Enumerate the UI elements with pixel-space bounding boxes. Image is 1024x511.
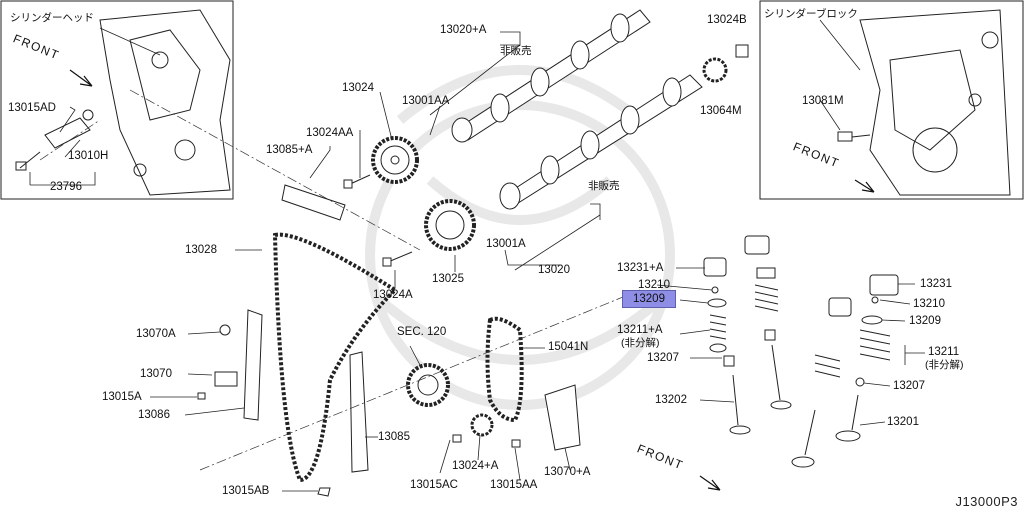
note-no-disassembly-right: (非分解): [925, 359, 964, 371]
timing-chains: [272, 232, 524, 483]
camshaft-upper: [451, 9, 651, 143]
diagram-code: J13000P3: [955, 494, 1018, 509]
label-13024pa[interactable]: 13024+A: [452, 460, 499, 472]
valve-train: [703, 235, 899, 468]
label-13070[interactable]: 13070: [140, 368, 172, 380]
chain-guides: [214, 184, 581, 497]
note-not-for-sale-bottom: 非販売: [588, 180, 620, 192]
label-13015ab[interactable]: 13015AB: [222, 485, 270, 497]
label-13209-left-highlighted[interactable]: 13209: [622, 290, 676, 308]
label-sec-120[interactable]: SEC. 120: [397, 326, 447, 338]
front-arrows: [69, 69, 875, 491]
label-13024[interactable]: 13024: [342, 82, 374, 94]
label-13020a[interactable]: 13020+A: [440, 24, 487, 36]
label-13207-left[interactable]: 13207: [647, 352, 679, 364]
bolts: [197, 174, 521, 448]
label-13211[interactable]: 13211: [928, 346, 960, 358]
label-13201[interactable]: 13201: [887, 416, 919, 428]
label-13028[interactable]: 13028: [185, 244, 217, 256]
label-13209-right[interactable]: 13209: [909, 315, 941, 327]
label-13070a[interactable]: 13070A: [136, 328, 176, 340]
note-cylinder-block: シリンダーブロック: [764, 8, 858, 20]
label-13010h[interactable]: 13010H: [68, 150, 109, 162]
label-13015ad[interactable]: 13015AD: [8, 102, 56, 114]
label-13001a[interactable]: 13001A: [486, 238, 526, 250]
alignment-lines: [39, 89, 641, 471]
label-13231a[interactable]: 13231+A: [617, 262, 664, 274]
label-13020[interactable]: 13020: [538, 264, 570, 276]
label-13211a[interactable]: 13211+A: [617, 324, 663, 336]
label-13015a[interactable]: 13015A: [102, 391, 142, 403]
cylinder-block-inset: [837, 9, 1011, 196]
label-13024aa[interactable]: 13024AA: [306, 127, 354, 139]
sprockets: [371, 44, 749, 437]
label-23796[interactable]: 23796: [50, 181, 82, 193]
note-cylinder-head: シリンダーヘッド: [10, 12, 94, 24]
label-13001aa[interactable]: 13001AA: [402, 95, 450, 107]
label-13064m[interactable]: 13064M: [700, 105, 742, 117]
label-13081m[interactable]: 13081M: [802, 95, 844, 107]
leader-lines: [29, 19, 925, 492]
label-13085[interactable]: 13085: [378, 431, 410, 443]
note-no-disassembly-left: (非分解): [621, 337, 660, 349]
label-13210-left[interactable]: 13210: [638, 279, 670, 291]
label-13015aa[interactable]: 13015AA: [490, 479, 538, 491]
label-15041n[interactable]: 15041N: [548, 341, 589, 353]
label-13015ac[interactable]: 13015AC: [410, 479, 458, 491]
label-13086[interactable]: 13086: [138, 409, 170, 421]
inset-frame-right: [759, 0, 1024, 200]
label-13024b[interactable]: 13024B: [707, 14, 747, 26]
label-13085a[interactable]: 13085+A: [266, 144, 313, 156]
cylinder-head-inset: [15, 9, 231, 196]
label-13231-right[interactable]: 13231: [920, 278, 952, 290]
label-13207-right[interactable]: 13207: [893, 380, 925, 392]
label-13024a[interactable]: 13024A: [373, 289, 413, 301]
label-13025[interactable]: 13025: [432, 273, 464, 285]
label-13070pa[interactable]: 13070+A: [544, 466, 591, 478]
label-13210-right[interactable]: 13210: [913, 298, 945, 310]
camshaft-lower: [499, 74, 703, 210]
note-not-for-sale-top: 非販売: [500, 45, 532, 57]
label-13202[interactable]: 13202: [655, 394, 687, 406]
inset-frame-left: [0, 0, 234, 200]
